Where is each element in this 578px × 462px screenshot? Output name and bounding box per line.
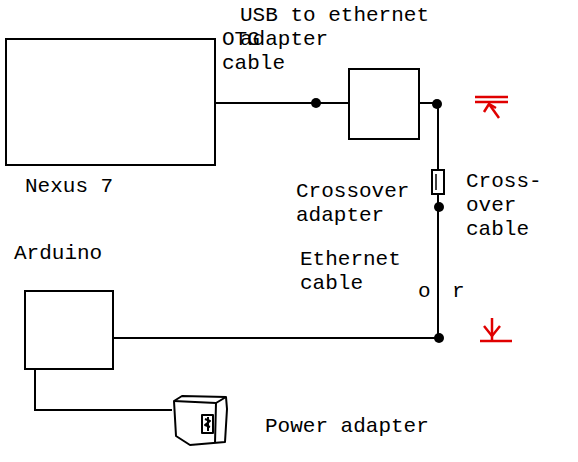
- cable-line: [35, 370, 172, 410]
- junction-dot: [434, 202, 444, 212]
- node-heading: Arduino: [14, 242, 102, 266]
- note-letter: o: [418, 280, 431, 304]
- adapter-box: USB to ethernet adapter: [348, 68, 420, 140]
- node-heading: Nexus 7: [25, 175, 113, 199]
- box-outline: [5, 38, 216, 166]
- crossover-adapter-symbol: [432, 170, 444, 194]
- note-letter: r: [452, 280, 465, 304]
- junction-dot: [432, 99, 442, 109]
- cable-label: Ethernet cable: [300, 248, 430, 296]
- red-down-marker: [480, 318, 512, 341]
- red-up-marker: [475, 97, 508, 118]
- cable-label: Cross- over cable: [466, 170, 558, 242]
- adapter-label: Crossover adapter: [296, 180, 426, 228]
- crossover-adapter-detail: [435, 174, 437, 190]
- node-heading: Power adapter: [265, 415, 429, 439]
- plug-icon: [172, 395, 229, 446]
- tablet-box: Nexus 7: [5, 38, 216, 166]
- cable-label: OTG cable: [222, 28, 322, 76]
- junction-dot: [311, 98, 321, 108]
- box-outline: [348, 68, 420, 140]
- cable-line: [216, 103, 348, 104]
- node-heading: USB to ethernet adapter: [240, 4, 455, 52]
- junction-dot: [434, 333, 444, 343]
- power-adapter: Power adapter: [172, 395, 229, 446]
- box-outline: [24, 290, 114, 370]
- board-box: Arduino: [24, 290, 114, 370]
